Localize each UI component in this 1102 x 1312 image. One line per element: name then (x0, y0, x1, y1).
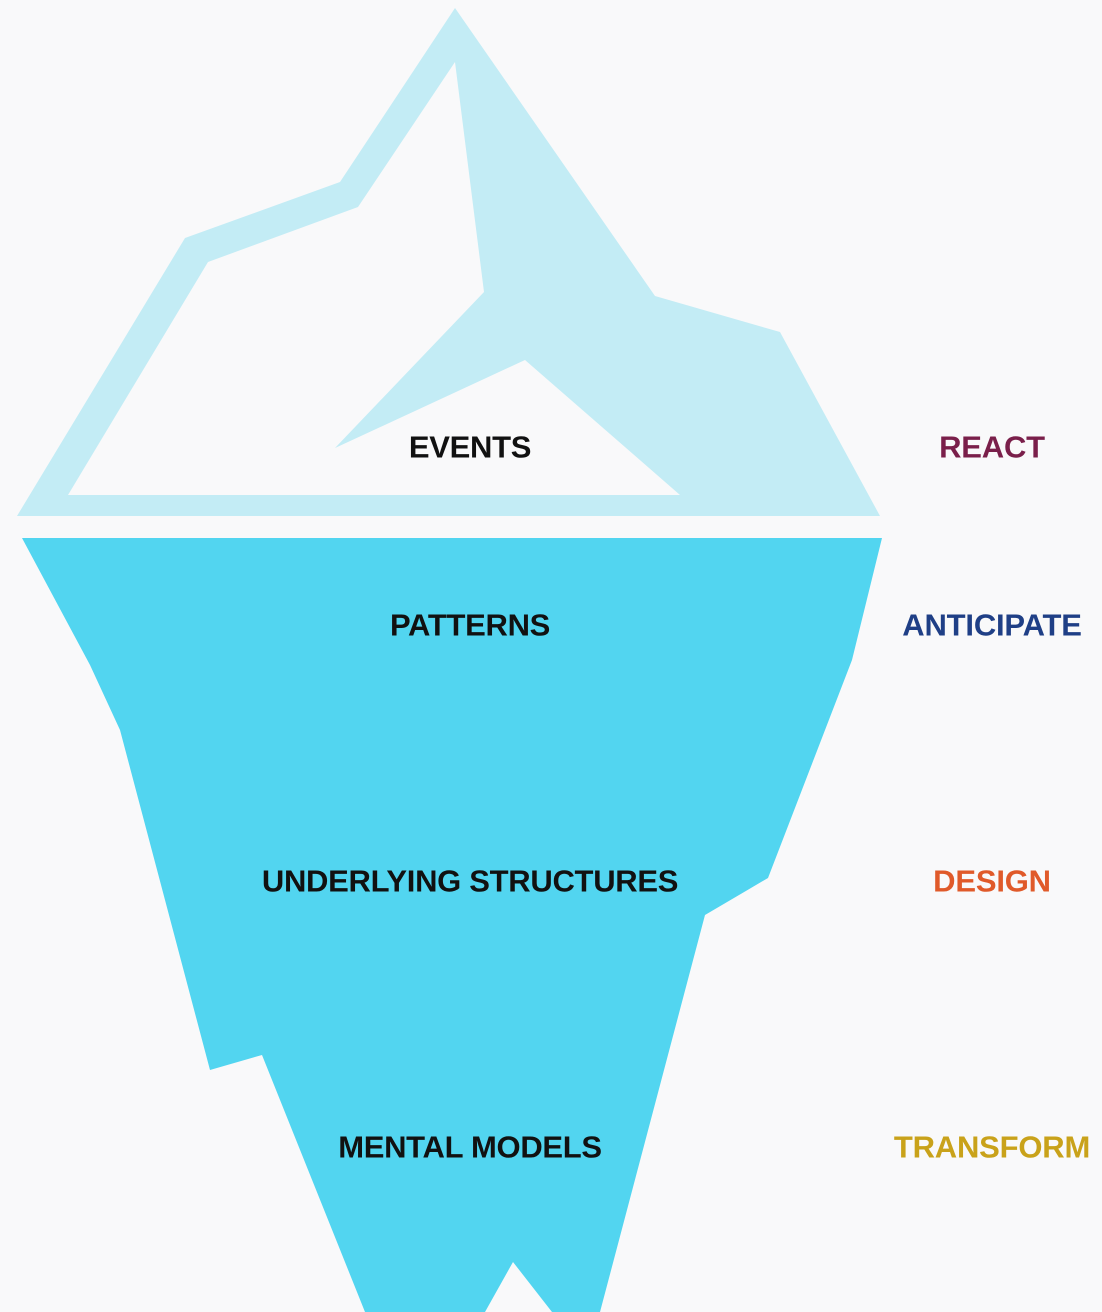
level-label-events: EVENTS (408, 429, 532, 465)
level-label-underlying-structures: UNDERLYING STRUCTURES (261, 863, 679, 899)
action-label-design: DESIGN (933, 863, 1051, 899)
iceberg-tip-inner-face (68, 62, 680, 495)
action-label-react: REACT (939, 429, 1045, 465)
level-label-patterns: PATTERNS (389, 607, 551, 643)
action-label-anticipate: ANTICIPATE (902, 607, 1082, 643)
action-label-transform: TRANSFORM (893, 1129, 1091, 1165)
level-label-mental-models: MENTAL MODELS (338, 1129, 602, 1165)
iceberg-submerged (22, 538, 882, 1312)
